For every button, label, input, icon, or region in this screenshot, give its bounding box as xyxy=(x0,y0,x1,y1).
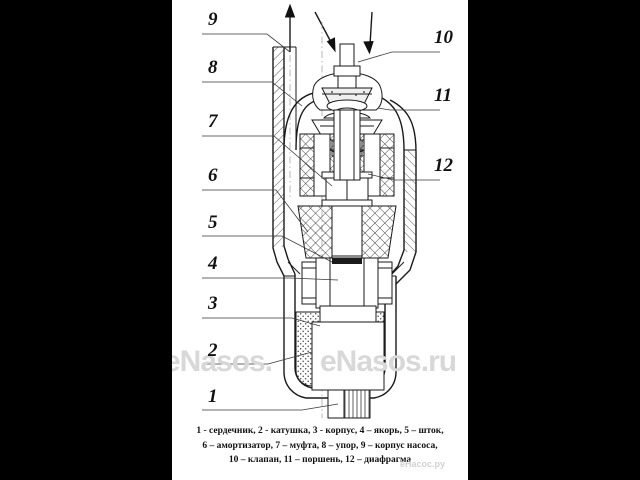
watermark-big-left: eNasos. xyxy=(172,345,273,378)
callout-9: 9 xyxy=(208,9,218,30)
callout-12: 12 xyxy=(434,155,453,176)
diagram-plate: eNasos. eNasos.ru xyxy=(172,0,468,480)
callout-11: 11 xyxy=(434,85,452,106)
part-8-stop xyxy=(297,205,397,261)
part-10-valve xyxy=(312,43,383,119)
caption-line-3: 10 – клапан, 11 – поршень, 12 – диафрагм… xyxy=(228,455,412,465)
caption-line-2: 6 – амортизатор, 7 – муфта, 8 – упор, 9 … xyxy=(202,440,438,451)
letterbox-bar-right xyxy=(468,0,640,480)
watermark-small: eHacoc.py xyxy=(400,459,446,469)
callout-4: 4 xyxy=(208,253,218,274)
leader-lines xyxy=(202,33,440,411)
part-9-pump-housing xyxy=(272,46,417,285)
callout-3: 3 xyxy=(208,293,218,314)
watermark-big-right: eNasos.ru xyxy=(320,345,457,378)
callout-10: 10 xyxy=(434,27,453,48)
caption-line-1: 1 - сердечник, 2 - катушка, 3 - корпус, … xyxy=(196,426,444,436)
callout-6: 6 xyxy=(208,165,218,186)
callout-8: 8 xyxy=(208,57,218,78)
part-1-core xyxy=(311,305,385,419)
part-4-armature xyxy=(301,257,393,309)
flow-arrows xyxy=(284,3,374,55)
callout-5: 5 xyxy=(208,212,218,233)
pump-cross-section-drawing xyxy=(202,3,440,419)
part-6-shock-absorber xyxy=(287,261,405,275)
letterbox-bar-left xyxy=(0,0,172,480)
callout-1: 1 xyxy=(208,386,218,407)
callout-2: 2 xyxy=(208,340,218,361)
figure-caption: 1 - сердечник, 2 - катушка, 3 - корпус, … xyxy=(172,424,468,468)
callout-7: 7 xyxy=(208,111,218,132)
